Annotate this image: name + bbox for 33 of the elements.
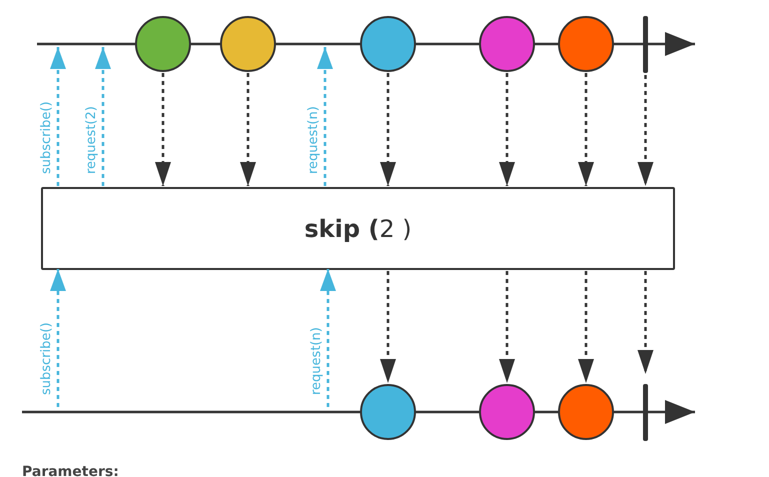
- edge-label: request(n): [309, 327, 324, 395]
- item-marble: [220, 16, 276, 72]
- arrow: [155, 73, 171, 186]
- arrow: [638, 75, 654, 186]
- arrow: [499, 73, 515, 186]
- operator-box: [41, 187, 675, 270]
- section-heading: Parameters:: [22, 464, 119, 477]
- arrow: [320, 269, 336, 407]
- arrow: [50, 47, 66, 186]
- edge-label: subscribe(): [39, 322, 54, 395]
- item-marble: [479, 16, 535, 72]
- arrow: [380, 271, 396, 383]
- edge-label: request(n): [306, 106, 321, 174]
- arrow: [578, 73, 594, 186]
- arrow: [578, 271, 594, 383]
- edge-label: request(2): [84, 106, 99, 174]
- arrow: [380, 73, 396, 186]
- arrow: [95, 47, 111, 186]
- completion-mark: [643, 384, 648, 441]
- arrow: [638, 271, 654, 374]
- item-marble: [135, 16, 191, 72]
- arrow: [240, 73, 256, 186]
- item-marble: [360, 16, 416, 72]
- item-marble: [558, 384, 614, 440]
- arrow: [499, 271, 515, 383]
- completion-mark: [643, 16, 648, 73]
- arrow: [317, 47, 333, 186]
- item-marble: [360, 384, 416, 440]
- edge-label: subscribe(): [39, 101, 54, 174]
- item-marble: [479, 384, 535, 440]
- arrow: [50, 269, 66, 407]
- operator-label: skip (2 ): [304, 214, 412, 242]
- item-marble: [558, 16, 614, 72]
